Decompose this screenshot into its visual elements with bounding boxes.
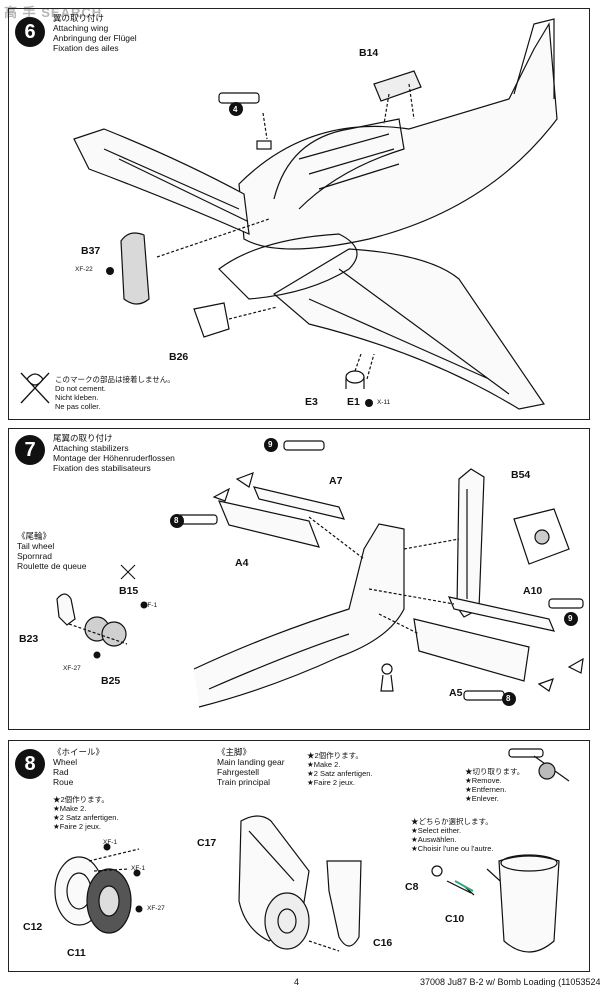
select-note: ★どちらか選択します。 ★Select either. ★Auswählen. …: [411, 817, 494, 853]
part-B23: B23: [19, 633, 39, 645]
step-8-panel: 8 《ホイール》 Wheel Rad Roue ★2個作ります。 ★Make 2…: [8, 740, 590, 972]
part-C12: C12: [23, 921, 43, 933]
step-8-title: 《ホイール》 Wheel Rad Roue: [53, 747, 104, 787]
wheel-make2-en: ★Make 2.: [53, 804, 87, 813]
page-number: 4: [294, 977, 300, 987]
step-7-number: 7: [15, 435, 45, 465]
step-7-title-ja: 尾翼の取り付け: [53, 433, 113, 443]
wheel-make2-ja: ★2個作ります。: [53, 795, 109, 804]
paint-xf22: XF-22: [75, 266, 93, 273]
callout-9-top: 9: [268, 440, 273, 449]
tail-wheel-ja: 《尾輪》: [17, 531, 52, 541]
step-7-panel: 7 尾翼の取り付け Attaching stabilizers Montage …: [8, 428, 590, 730]
select-fr: ★Choisir l'une ou l'autre.: [411, 844, 494, 853]
remove-de: ★Entfernen.: [465, 785, 507, 794]
step-6-title: 翼の取り付け Attaching wing Anbringung der Flü…: [53, 13, 137, 53]
main-gear-title: 《主脚》 Main landing gear Fahrgestell Train…: [217, 747, 285, 787]
no-cement-fr: Ne pas coller.: [55, 402, 101, 411]
paint-xf1: XF-1: [143, 602, 158, 609]
part-A5: A5: [449, 687, 463, 699]
wheel-make2-de: ★2 Satz anfertigen.: [53, 813, 119, 822]
remove-fr: ★Enlever.: [465, 794, 499, 803]
wheel-title-ja: 《ホイール》: [53, 747, 105, 757]
part-C10: C10: [445, 913, 465, 925]
step-6-number: 6: [15, 17, 45, 47]
paint-xf27: XF-27: [63, 665, 81, 672]
paint-xf1-b: XF-1: [131, 865, 146, 872]
select-en: ★Select either.: [411, 826, 462, 835]
part-C8: C8: [405, 881, 419, 893]
footer-product: 37008 Ju87 B-2 w/ Bomb Loading (11053524…: [420, 977, 600, 987]
step-7-title: 尾翼の取り付け Attaching stabilizers Montage de…: [53, 433, 175, 473]
step-6-title-en: Attaching wing: [53, 23, 109, 33]
step-6-title-ja: 翼の取り付け: [53, 13, 105, 23]
select-de: ★Auswählen.: [411, 835, 457, 844]
part-B26: B26: [169, 351, 189, 363]
main-gear-de: Fahrgestell: [217, 767, 260, 777]
wheel-title-fr: Roue: [53, 777, 74, 787]
part-E3: E3: [305, 396, 318, 408]
tail-wheel-title: 《尾輪》 Tail wheel Spornrad Roulette de que…: [17, 531, 86, 571]
no-cement-ja: このマークの部品は接着しません。: [55, 375, 175, 384]
step-7-title-en: Attaching stabilizers: [53, 443, 129, 453]
main-gear-en: Main landing gear: [217, 757, 285, 767]
part-B37: B37: [81, 245, 101, 257]
remove-note: ★切り取ります。 ★Remove. ★Entfernen. ★Enlever.: [465, 767, 524, 803]
step-7-title-de: Montage der Höhenruderflossen: [53, 453, 175, 463]
paint-xf1-a: XF-1: [103, 839, 118, 846]
part-C17: C17: [197, 837, 217, 849]
step-8-number: 8: [15, 749, 45, 779]
callout-9-right: 9: [568, 614, 573, 623]
tail-wheel-de: Spornrad: [17, 551, 52, 561]
part-A7: A7: [329, 475, 343, 487]
part-B54: B54: [511, 469, 531, 481]
landing-gear-illustration: [54, 748, 570, 953]
wheel-title-de: Rad: [53, 767, 69, 777]
step-6-title-de: Anbringung der Flügel: [53, 33, 137, 43]
part-B14: B14: [359, 47, 379, 59]
part-E1: E1: [347, 396, 360, 408]
gear-make2-note: ★2個作ります。 ★Make 2. ★2 Satz anfertigen. ★F…: [307, 751, 373, 787]
part-C16: C16: [373, 937, 393, 949]
gear-make2-en: ★Make 2.: [307, 760, 341, 769]
part-B15: B15: [119, 585, 139, 597]
paint-xf27-wheel: XF-27: [147, 905, 165, 912]
callout-4: 4: [233, 105, 238, 114]
stabilizer-assembly-illustration: [56, 438, 584, 708]
part-B25: B25: [101, 675, 121, 687]
wheel-make2-fr: ★Faire 2 jeux.: [53, 822, 101, 831]
paint-x11: X-11: [377, 399, 391, 406]
remove-ja: ★切り取ります。: [465, 767, 525, 776]
step-6-panel: 6 翼の取り付け Attaching wing Anbringung der F…: [8, 8, 590, 420]
gear-make2-ja: ★2個作ります。: [307, 751, 363, 760]
no-cement-en: Do not cement.: [55, 384, 106, 393]
wheel-title-en: Wheel: [53, 757, 78, 767]
step-6-title-fr: Fixation des ailes: [53, 43, 119, 53]
gear-make2-de: ★2 Satz anfertigen.: [307, 769, 373, 778]
select-ja: ★どちらか選択します。: [411, 817, 493, 826]
remove-en: ★Remove.: [465, 776, 502, 785]
callout-8-left: 8: [174, 516, 179, 525]
wing-assembly-illustration: [20, 18, 558, 410]
no-cement-note: このマークの部品は接着しません。 Do not cement. Nicht kl…: [55, 375, 175, 411]
tail-wheel-fr: Roulette de queue: [17, 561, 87, 571]
main-gear-ja: 《主脚》: [217, 747, 252, 757]
part-A4: A4: [235, 557, 249, 569]
tail-wheel-en: Tail wheel: [17, 541, 55, 551]
main-gear-fr: Train principal: [217, 777, 271, 787]
wheel-make2-note: ★2個作ります。 ★Make 2. ★2 Satz anfertigen. ★F…: [53, 795, 119, 831]
step-7-title-fr: Fixation des stabilisateurs: [53, 463, 151, 473]
callout-8-bottom: 8: [506, 694, 511, 703]
part-A10: A10: [523, 585, 543, 597]
part-C11: C11: [67, 947, 86, 959]
gear-make2-fr: ★Faire 2 jeux.: [307, 778, 355, 787]
no-cement-de: Nicht kleben.: [55, 393, 99, 402]
